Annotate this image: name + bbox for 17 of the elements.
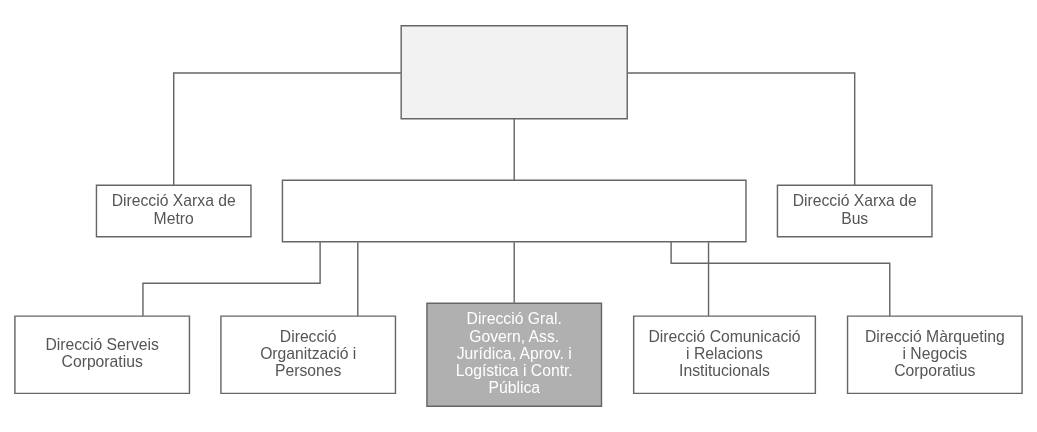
node-box: Direcció Màrqueting i Negocis Corporatius bbox=[846, 315, 1023, 395]
connector bbox=[357, 241, 359, 317]
node-box: Direcció Serveis Corporatius bbox=[14, 315, 191, 395]
node-box bbox=[400, 25, 628, 120]
node-box bbox=[281, 179, 747, 243]
connector bbox=[173, 72, 402, 186]
node-box: Direcció Xarxa de Metro bbox=[95, 184, 252, 238]
node-box: Direcció Xarxa de Bus bbox=[776, 184, 933, 238]
node-box: Direcció Organització i Persones bbox=[220, 315, 397, 395]
connector bbox=[707, 241, 710, 317]
connector bbox=[513, 118, 515, 181]
connector bbox=[142, 241, 321, 317]
connector bbox=[670, 241, 891, 317]
connector bbox=[626, 72, 856, 186]
node-box: Direcció Gral. Govern, Ass. Jurídica, Aprov. i Logística i Contr. Pública bbox=[426, 302, 603, 407]
connector bbox=[513, 241, 515, 304]
node-box: Direcció Comunicació i Relacions Institucionals bbox=[632, 315, 817, 395]
